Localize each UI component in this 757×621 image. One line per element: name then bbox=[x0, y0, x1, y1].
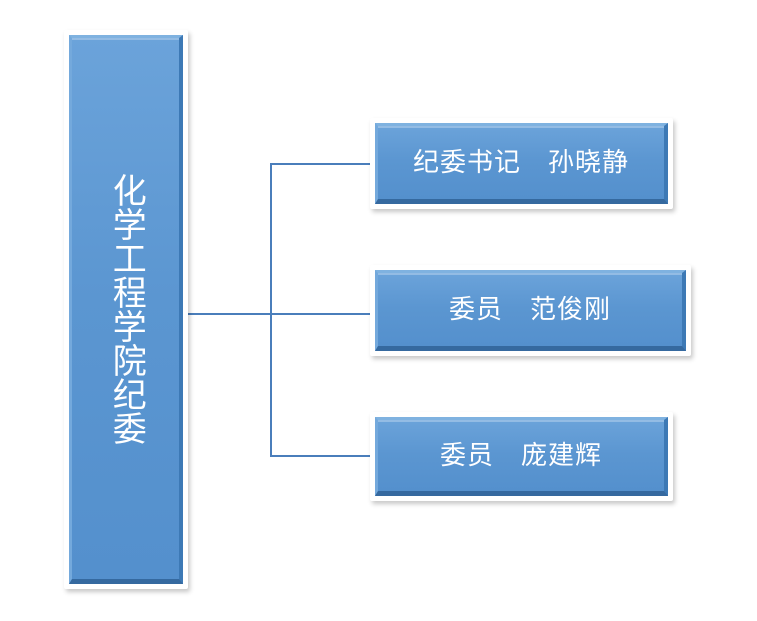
org-node-secretary[interactable]: 纪委书记 孙晓静 bbox=[370, 118, 673, 209]
connector-branch-2 bbox=[270, 313, 371, 315]
org-node-root-label: 化学工程学院纪委 bbox=[107, 172, 146, 445]
org-node-member-2-body: 委员 庞建辉 bbox=[375, 417, 668, 496]
connector-branch-1 bbox=[270, 163, 371, 165]
org-node-secretary-body: 纪委书记 孙晓静 bbox=[375, 123, 668, 204]
org-node-member-1[interactable]: 委员 范俊刚 bbox=[370, 265, 691, 356]
connector-root-stem bbox=[176, 313, 272, 315]
connector-trunk bbox=[270, 164, 272, 457]
org-node-member-2[interactable]: 委员 庞建辉 bbox=[370, 412, 673, 501]
org-node-secretary-label: 纪委书记 孙晓静 bbox=[412, 147, 629, 178]
org-node-member-1-body: 委员 范俊刚 bbox=[375, 270, 686, 351]
org-node-member-2-label: 委员 庞建辉 bbox=[439, 440, 602, 471]
org-node-root-body: 化学工程学院纪委 bbox=[69, 35, 183, 584]
org-node-member-1-label: 委员 范俊刚 bbox=[448, 294, 611, 325]
connector-branch-3 bbox=[270, 455, 371, 457]
org-node-root[interactable]: 化学工程学院纪委 bbox=[64, 30, 188, 589]
